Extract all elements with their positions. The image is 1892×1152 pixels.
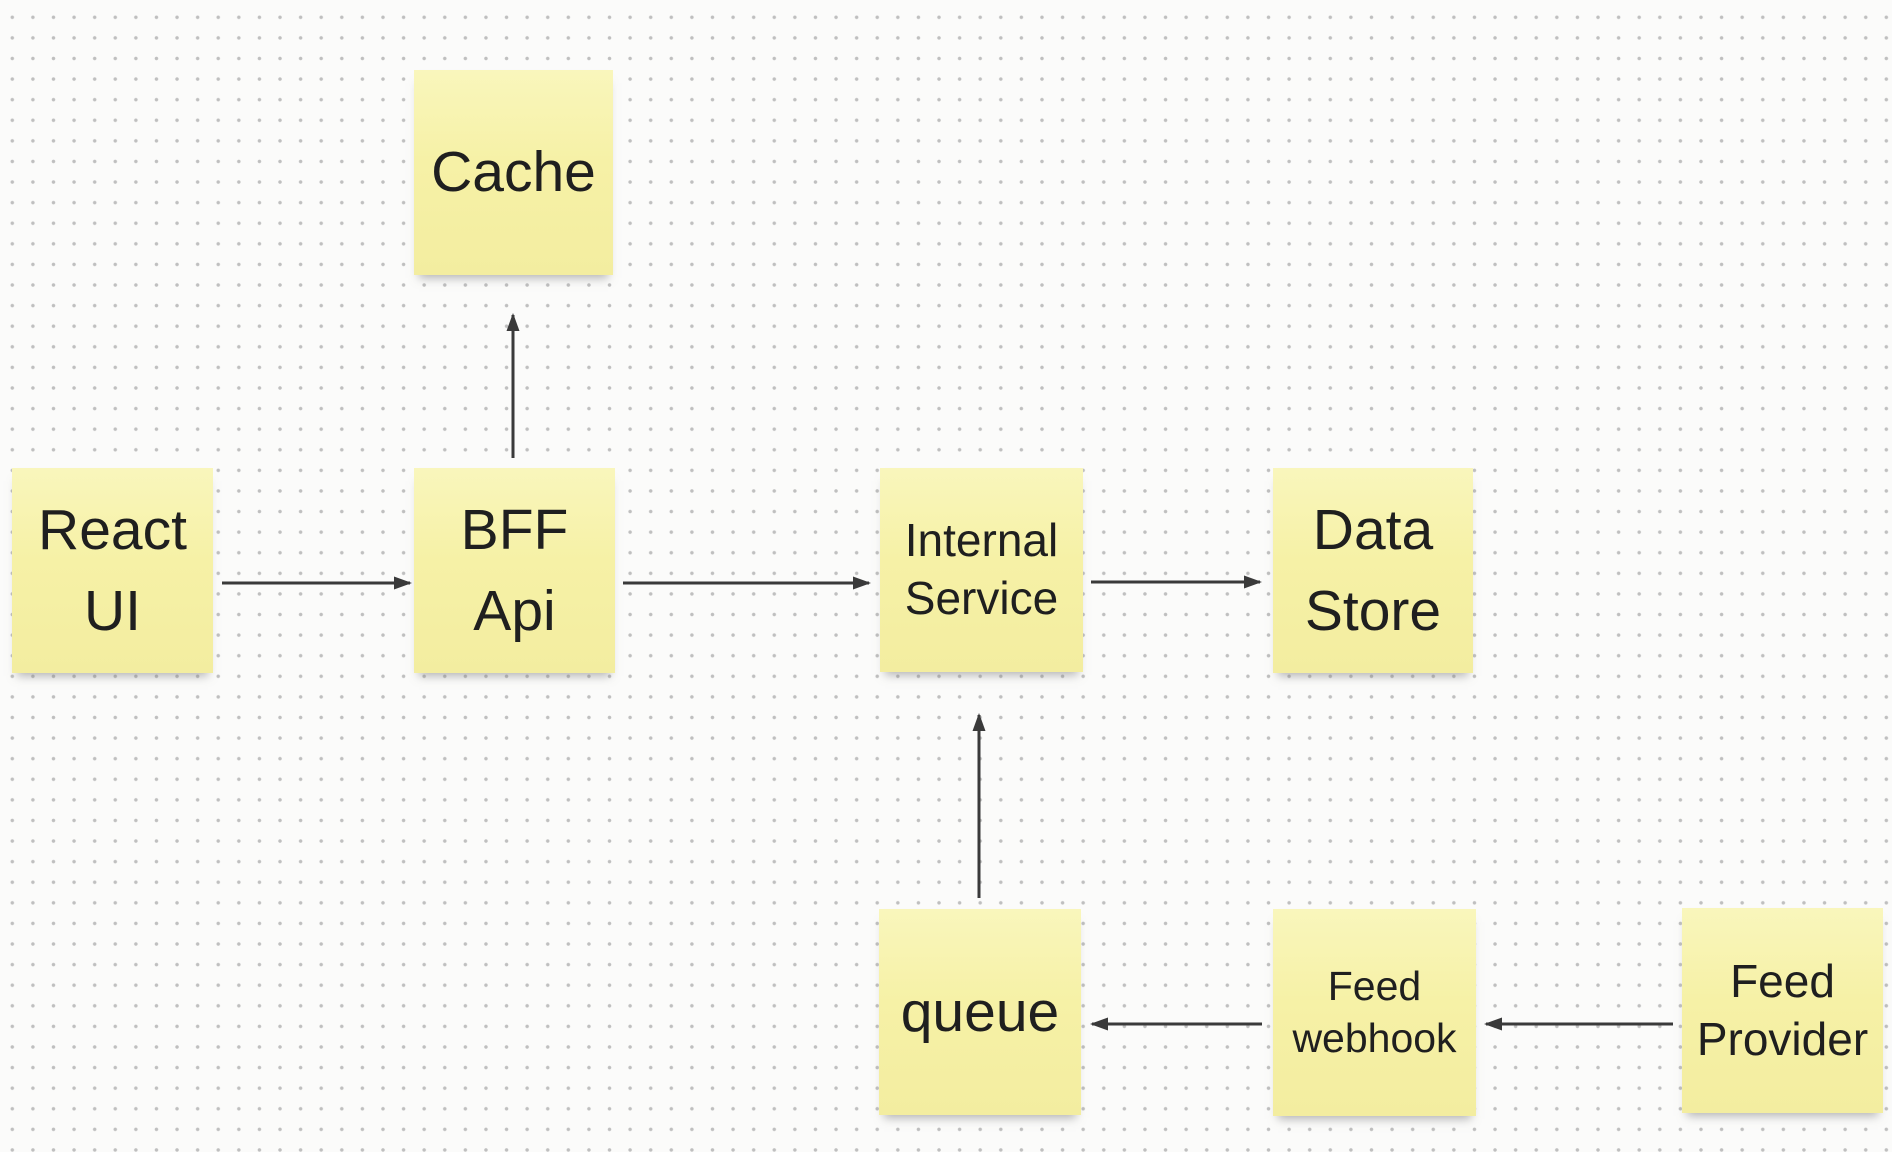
note-label-bff-api: BFF Api [460, 497, 569, 643]
sticky-note-internal-service[interactable]: Internal Service [880, 468, 1083, 672]
note-label-feed-webhook: Feed webhook [1292, 962, 1457, 1061]
sticky-note-cache[interactable]: Cache [414, 70, 613, 275]
note-label-react-ui: React UI [38, 497, 187, 643]
sticky-note-feed-provider[interactable]: Feed Provider [1682, 908, 1883, 1113]
note-label-queue: queue [900, 979, 1060, 1044]
sticky-note-feed-webhook[interactable]: Feed webhook [1273, 909, 1476, 1116]
note-label-cache: Cache [431, 140, 596, 205]
sticky-note-queue[interactable]: queue [879, 909, 1081, 1115]
sticky-note-react-ui[interactable]: React UI [12, 468, 213, 673]
note-label-data-store: Data Store [1304, 497, 1442, 643]
note-label-feed-provider: Feed Provider [1696, 954, 1869, 1065]
note-label-internal-service: Internal Service [904, 514, 1059, 624]
sticky-note-bff-api[interactable]: BFF Api [414, 468, 615, 673]
sticky-note-data-store[interactable]: Data Store [1273, 468, 1473, 673]
